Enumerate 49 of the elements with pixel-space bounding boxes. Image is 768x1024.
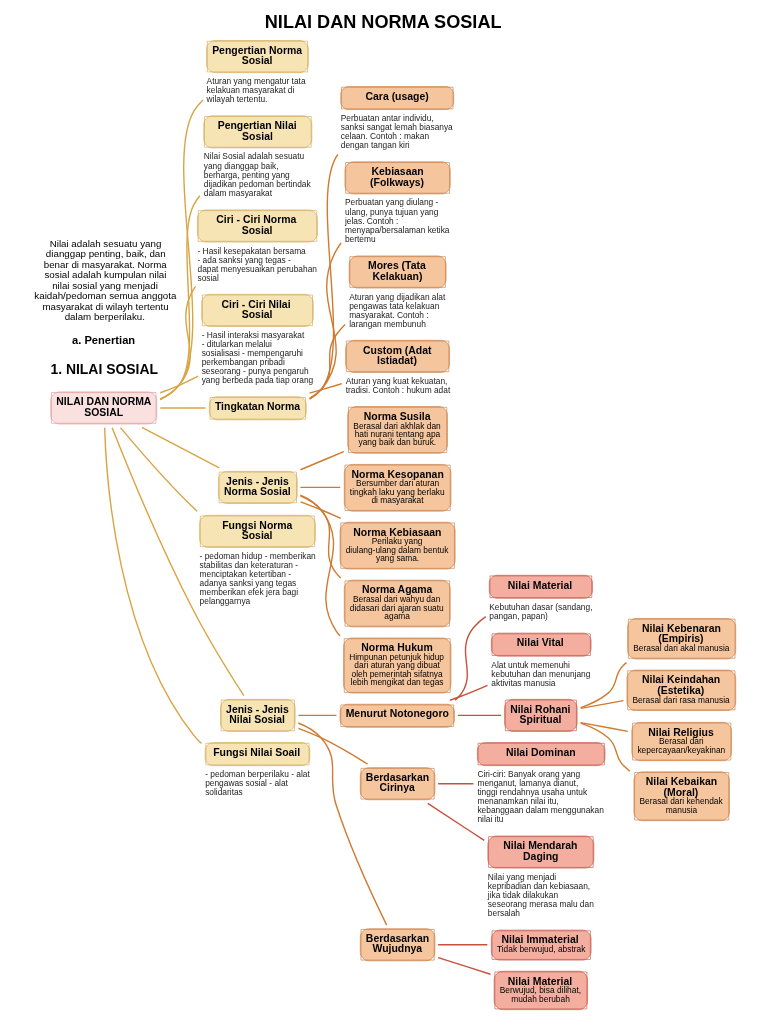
connector xyxy=(119,426,198,512)
connector xyxy=(111,427,245,697)
node-label: - Hasil kesepakatan bersama - ada sanksi yang tegas - dapat menyesuaikan perubahan sosial xyxy=(197,245,317,283)
connector xyxy=(299,486,341,489)
connector xyxy=(437,783,475,785)
node-label: Nilai Sosial adalah sesuatu yang dianggap baik, berharga, penting yang dijadikan pedoman bertindak dalam masyarakat xyxy=(203,151,311,198)
connector xyxy=(579,699,625,710)
connector xyxy=(454,615,487,701)
node-label: Kebutuhan dasar (sandang, pangan, papan) xyxy=(489,601,593,621)
connector xyxy=(580,722,631,772)
connector xyxy=(299,450,345,471)
node-label: Alat untuk memenuhi kebutuhan dan menunjang aktivitas manusia xyxy=(491,659,591,688)
connector xyxy=(297,727,369,765)
connector xyxy=(159,375,199,394)
label: Nilai adalah sesuatu yang dianggap penting, baik, dan benar di masyarakat. Norma sosial adalah kumpulan nilai nilai sosial yang menjadi kaidah/pedoman semua anggota masyarakat di wilayh tertentu dalam berperilaku. xyxy=(34,238,177,323)
connector xyxy=(308,323,346,399)
node-label: Nilai yang menjadi kepribadian dan kebiasaan, jika tidak dilakukan seseorang merasa malu dan bersalah xyxy=(487,871,594,918)
connector xyxy=(299,494,341,637)
node-label: - pedoman hidup - memberikan stabilitas dan keteraturan - menciptakan ketertiban - adanya sanksi yang tegas memberikan efek jera bagi pelanggarnya xyxy=(199,550,316,607)
connector xyxy=(297,722,388,926)
connector xyxy=(308,383,343,394)
connector xyxy=(580,661,628,709)
node-label: Aturan yang kuat kekuatan, tradisi. Contoh : hukum adat xyxy=(345,375,451,396)
diagram-title: NILAI DAN NORMA SOSIAL xyxy=(264,11,502,32)
connector xyxy=(297,714,338,717)
node-label: - pedoman berperilaku - alat pengawas sosial - alat solidaritas xyxy=(205,769,310,798)
connector xyxy=(437,956,492,975)
connector xyxy=(159,195,201,401)
connector xyxy=(427,802,485,842)
connector xyxy=(579,721,629,733)
connector xyxy=(299,495,342,579)
node-label: Ciri-ciri: Banyak orang yang menganut, lamanya dianut, tinggi rendahnya usaha untuk menanamkan nilai itu, kebanggaan dalam menggunakan nilai itu xyxy=(477,769,604,825)
connector xyxy=(449,684,489,701)
label: a. Penertian xyxy=(72,334,136,347)
node-label: Perbuatan antar individu, sanksi sangat lemah biasanya celaan. Contoh : makan dengan tangan kiri xyxy=(340,113,453,151)
connector xyxy=(103,426,203,745)
connector xyxy=(437,944,489,946)
node-label: Perbuatan yang diulang - ulang, punya tujuan yang jelas. Contoh : menyapa/bersalaman ketika bertemu xyxy=(344,197,450,244)
connector xyxy=(299,501,342,520)
connector xyxy=(159,285,197,400)
connector xyxy=(159,407,207,409)
node-label: Aturan yang dijadikan alat pengawas tata kelakuan masyarakat. Contoh : larangan membunuh xyxy=(349,291,446,329)
connector xyxy=(141,426,220,469)
connector xyxy=(457,714,502,717)
node-label: - Hasil interaksi masyarakat - ditularkan melalui sosialisasi - mempengaruhi perkembangan pribadi seseorang - punya pengaruh yang berbeda pada tiap orang xyxy=(201,329,314,386)
label: 1. NILAI SOSIAL xyxy=(50,361,159,378)
connector xyxy=(159,99,204,401)
node-label: Aturan yang mengatur tata kelakuan masyarakat di wilayah tertentu. xyxy=(206,76,306,105)
connector xyxy=(308,242,342,400)
